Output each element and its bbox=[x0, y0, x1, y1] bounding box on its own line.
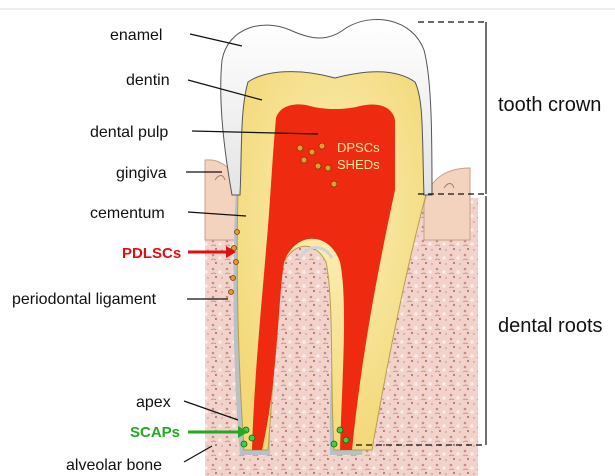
gingiva-label: gingiva bbox=[116, 165, 167, 182]
tooth-crown-label: tooth crown bbox=[498, 94, 601, 116]
periodontal-ligament-label: periodontal ligament bbox=[12, 291, 157, 308]
pdlscs-label: PDLSCs bbox=[122, 245, 181, 262]
scaps-label: SCAPs bbox=[130, 424, 180, 441]
dentin-label: dentin bbox=[126, 72, 170, 89]
alveolar-bone-label: alveolar bone bbox=[66, 457, 162, 474]
enamel-label: enamel bbox=[110, 27, 162, 44]
sheds-label: SHEDs bbox=[337, 157, 380, 172]
dpscs-label: DPSCs bbox=[337, 140, 380, 155]
cementum-label: cementum bbox=[90, 205, 165, 222]
dental-roots-label: dental roots bbox=[498, 315, 603, 337]
dental-pulp-label: dental pulp bbox=[90, 124, 168, 141]
apex-label: apex bbox=[136, 394, 171, 411]
